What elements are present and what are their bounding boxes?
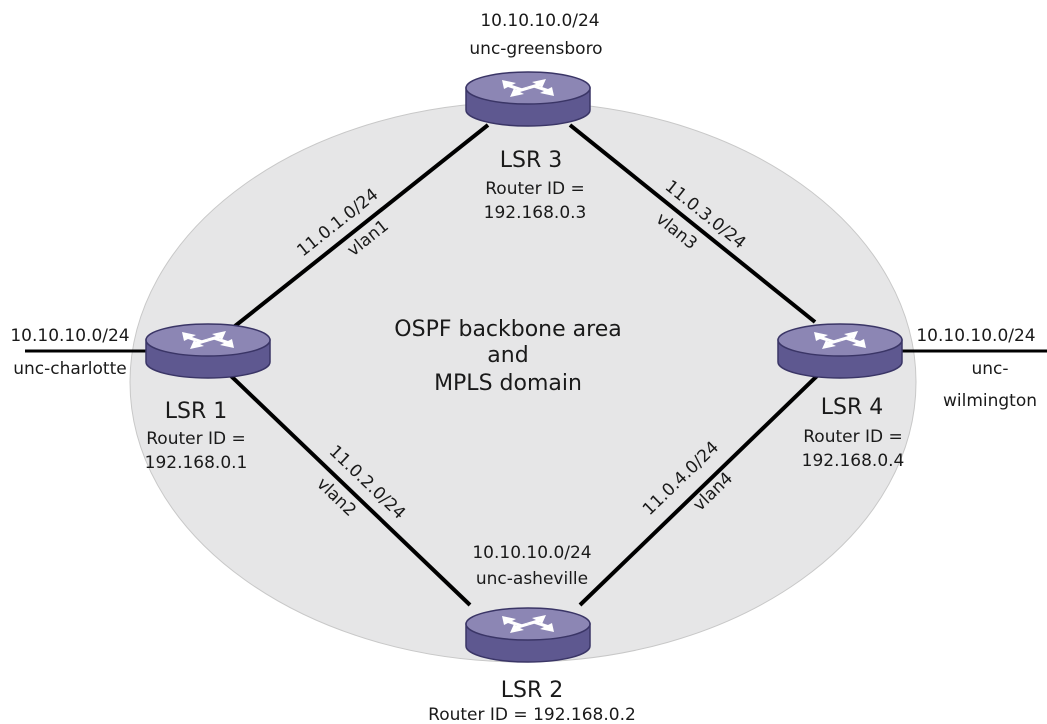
lsr3-network: 10.10.10.0/24 <box>480 11 599 31</box>
lsr3-name: LSR 3 <box>500 148 563 173</box>
lsr3-site: unc-greensboro <box>469 39 602 59</box>
domain-label-line1: OSPF backbone area <box>394 317 621 342</box>
domain-label-line2: and <box>487 343 528 368</box>
lsr2-router-id: Router ID = 192.168.0.2 <box>428 705 636 724</box>
router-lsr3[interactable] <box>465 71 591 127</box>
lsr4-name: LSR 4 <box>821 395 884 420</box>
lsr1-network: 10.10.10.0/24 <box>10 326 129 346</box>
lsr1-router-id: 192.168.0.1 <box>145 453 248 473</box>
router-lsr2[interactable] <box>465 607 591 663</box>
link-lsr1-lsr3 <box>228 123 490 332</box>
link-lsr2-lsr4 <box>578 373 820 607</box>
domain-label-line3: MPLS domain <box>434 371 582 396</box>
lsr4-site-line2: wilmington <box>943 391 1037 411</box>
lsr1-name: LSR 1 <box>165 399 228 424</box>
lsr2-name: LSR 2 <box>501 678 564 703</box>
link-lsr1-lsr2 <box>228 373 472 607</box>
lsr4-network: 10.10.10.0/24 <box>916 326 1035 346</box>
link-lsr3-lsr4 <box>568 123 817 324</box>
lsr3-router-id-label: Router ID = <box>485 179 585 199</box>
lsr1-router-id-label: Router ID = <box>146 429 246 449</box>
lsr4-site-line1: unc- <box>971 359 1008 379</box>
router-lsr4[interactable] <box>777 323 903 379</box>
lsr1-site: unc-charlotte <box>13 359 126 379</box>
lsr3-router-id: 192.168.0.3 <box>484 203 587 223</box>
lsr4-router-id-label: Router ID = <box>803 427 903 447</box>
lsr2-network: 10.10.10.0/24 <box>472 543 591 563</box>
router-lsr1[interactable] <box>145 323 271 379</box>
lsr2-site: unc-asheville <box>476 569 588 589</box>
lsr4-router-id: 192.168.0.4 <box>802 451 905 471</box>
